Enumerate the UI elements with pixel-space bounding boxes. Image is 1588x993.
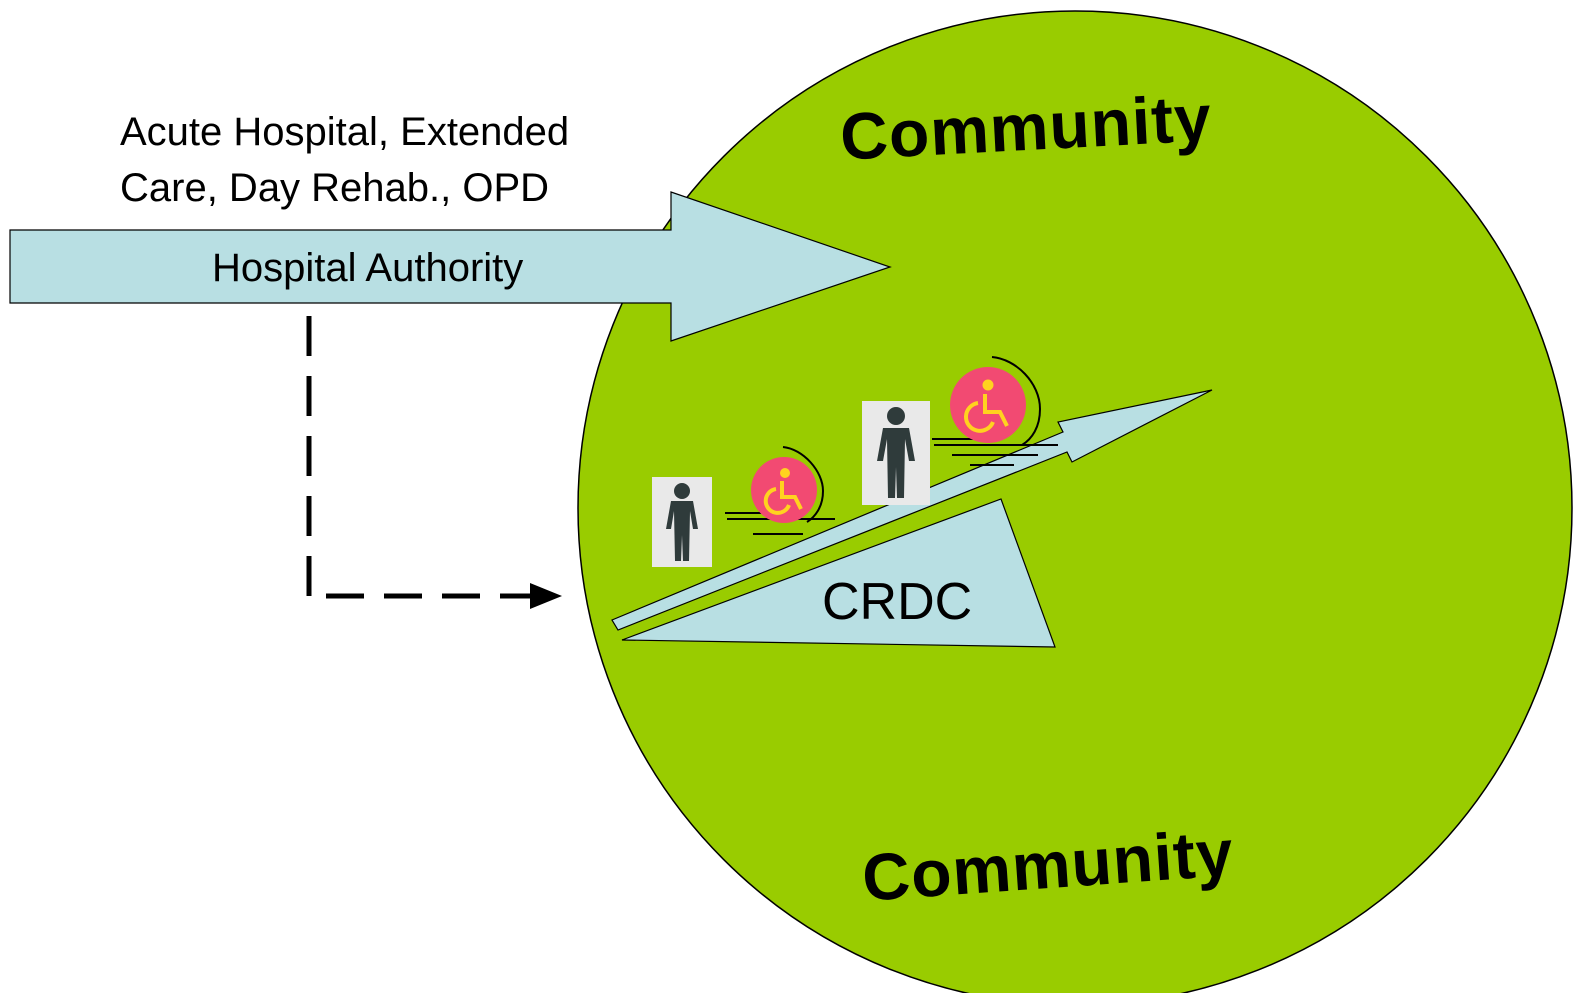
crdc-wedge — [621, 498, 1056, 648]
person-icon — [862, 401, 930, 505]
description-line-1: Acute Hospital, Extended — [120, 110, 570, 154]
wheelchair-icon — [725, 446, 835, 535]
hospital-authority-description: Acute Hospital, Extended Care, Day Rehab… — [120, 104, 569, 216]
crdc-label: CRDC — [822, 573, 973, 631]
wheelchair-icon — [932, 356, 1058, 466]
hospital-authority-label: Hospital Authority — [212, 246, 524, 290]
person-icon — [652, 477, 712, 567]
dashed-connector-arrow — [306, 316, 562, 609]
description-line-2: Care, Day Rehab., OPD — [120, 166, 550, 210]
hospital-authority-arrow — [9, 191, 892, 342]
progress-arrow — [611, 389, 1213, 631]
